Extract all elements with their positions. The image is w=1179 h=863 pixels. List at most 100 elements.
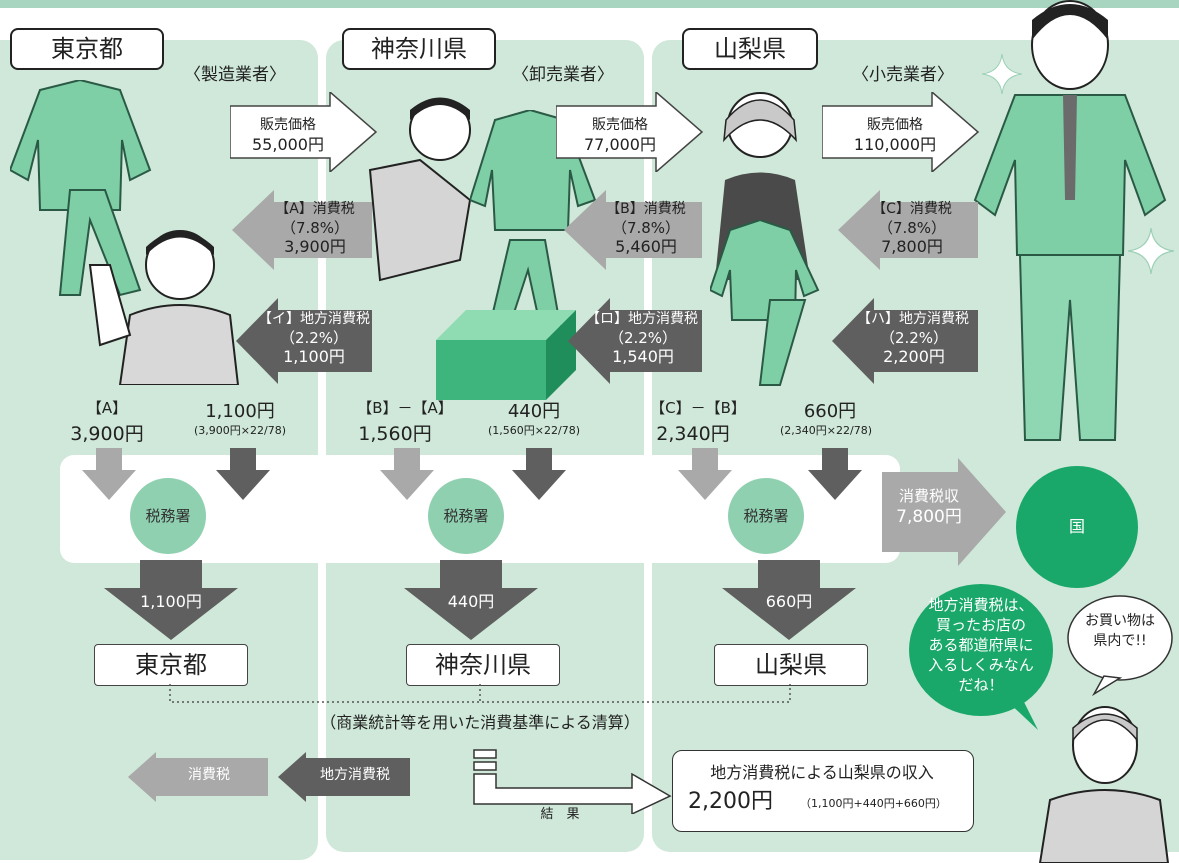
- top-band: [0, 0, 1179, 8]
- speech-line-5: だね！: [958, 676, 1004, 694]
- down-arrow-national-tokyo: [82, 448, 136, 500]
- tax-office-tokyo: 税務署: [130, 478, 206, 554]
- sale-value-tokyo: 55,000円: [252, 135, 324, 154]
- transfer-arrow-kanagawa: [404, 560, 538, 640]
- dest-yamanashi: 山梨県: [714, 644, 868, 686]
- suit-icon: [10, 80, 152, 297]
- pay-national-label-kanagawa: 【B】－【A】: [357, 399, 453, 417]
- worker-icon: [88, 230, 240, 385]
- pay-national-value-kanagawa: 1,560円: [358, 423, 432, 445]
- wholesaler-icon: [368, 97, 472, 282]
- pref-tag-tokyo: 東京都: [10, 28, 164, 70]
- result-amount: 2,200円: [688, 789, 773, 814]
- result-breakdown: （1,100円+440円+660円）: [800, 797, 947, 810]
- pay-local-value-tokyo: 1,100円: [205, 401, 275, 422]
- settlement-note: （商業統計等を用いた消費基準による清算）: [320, 713, 640, 732]
- country-circle: 国: [1016, 466, 1138, 588]
- transfer-value-tokyo: 1,100円: [140, 592, 202, 611]
- sale-value-yamanashi: 110,000円: [853, 135, 937, 154]
- legend-national-label: 消費税: [188, 767, 230, 783]
- transfer-arrow-yamanashi: [722, 560, 856, 640]
- speech-line-4: 入るしくみなん: [928, 656, 1034, 674]
- transfer-arrow-tokyo: [104, 560, 238, 640]
- dest-kanagawa: 神奈川県: [406, 644, 560, 686]
- local-tax-value-yamanashi: 2,200円: [883, 347, 945, 366]
- local-tax-arrow-kanagawa: [568, 298, 702, 384]
- pay-national-value-yamanashi: 2,340円: [656, 423, 730, 445]
- tax-label-tokyo: 【A】消費税: [275, 201, 355, 217]
- speech-line-3: ある都道府県に: [928, 636, 1034, 654]
- speech-small-line-2: 県内で!!: [1093, 633, 1147, 649]
- tax-value-tokyo: 3,900円: [284, 237, 346, 256]
- thinking-man-icon: [1038, 706, 1170, 863]
- sale-label-kanagawa: 販売価格: [592, 117, 648, 133]
- tax-rate-tokyo: （7.8%）: [280, 219, 350, 237]
- legend-national-arrow: [128, 752, 268, 802]
- pay-local-calc-tokyo: (3,900円×22/78): [194, 424, 286, 437]
- local-tax-arrow-tokyo: [236, 298, 372, 384]
- tax-label-yamanashi: 【C】消費税: [872, 201, 952, 217]
- local-tax-label-yamanashi: 【ハ】地方消費税: [857, 311, 969, 327]
- speech-line-2: 買ったお店の: [935, 616, 1026, 634]
- tax-office-yamanashi: 税務署: [728, 478, 804, 554]
- pay-local-calc-kanagawa: (1,560円×22/78): [488, 424, 580, 437]
- down-arrow-national-kanagawa: [380, 448, 434, 500]
- pay-local-value-kanagawa: 440円: [507, 401, 561, 422]
- sale-arrow-tokyo: [230, 92, 378, 172]
- result-arrow: [473, 749, 672, 814]
- tax-value-yamanashi: 7,800円: [881, 237, 943, 256]
- tax-arrow-kanagawa: [564, 190, 702, 270]
- suit-icon: [710, 220, 820, 386]
- legend-local-arrow: [278, 752, 410, 802]
- tax-arrow-tokyo: [232, 190, 372, 270]
- result-box: [672, 750, 974, 832]
- sale-arrow-kanagawa: [556, 92, 704, 172]
- speech-bubble-small: [1067, 595, 1173, 696]
- sale-label-yamanashi: 販売価格: [867, 117, 923, 133]
- sparkle-icon: [1128, 228, 1174, 274]
- tax-arrow-yamanashi: [838, 190, 978, 270]
- dest-tokyo: 東京都: [94, 644, 248, 686]
- role-kanagawa: 〈卸売業者〉: [512, 65, 614, 85]
- speech-small-line-1: お買い物は: [1085, 613, 1155, 629]
- tax-rate-kanagawa: （7.8%）: [611, 219, 681, 237]
- down-arrow-local-yamanashi: [808, 448, 862, 500]
- legend-local-label: 地方消費税: [320, 767, 390, 783]
- local-tax-rate-yamanashi: （2.2%）: [879, 329, 949, 347]
- pay-local-calc-yamanashi: (2,340円×22/78): [780, 424, 872, 437]
- local-tax-arrow-yamanashi: [832, 298, 978, 384]
- transfer-value-kanagawa: 440円: [447, 592, 495, 611]
- sale-arrow-yamanashi: [822, 92, 980, 172]
- sparkle-icon: [982, 54, 1022, 94]
- down-arrow-national-yamanashi: [678, 448, 732, 500]
- speech-bubble-main: [909, 584, 1053, 730]
- national-tax-arrow: [882, 458, 1006, 566]
- speech-line-1: 地方消費税は、: [928, 596, 1034, 614]
- pay-national-label-yamanashi: 【C】－【B】: [650, 399, 746, 417]
- transfer-value-yamanashi: 660円: [765, 592, 813, 611]
- national-tax-label: 消費税収: [898, 487, 959, 505]
- role-yamanashi: 〈小売業者〉: [852, 65, 954, 85]
- sale-label-tokyo: 販売価格: [260, 117, 316, 133]
- local-tax-rate-tokyo: （2.2%）: [279, 329, 349, 347]
- customer-icon: [973, 0, 1167, 441]
- local-tax-rate-kanagawa: （2.2%）: [608, 329, 678, 347]
- local-tax-value-tokyo: 1,100円: [283, 347, 345, 366]
- down-arrow-local-tokyo: [216, 448, 270, 500]
- pref-tag-yamanashi: 山梨県: [682, 28, 818, 70]
- down-arrow-local-kanagawa: [512, 448, 566, 500]
- tax-label-kanagawa: 【B】消費税: [606, 201, 686, 217]
- local-tax-label-kanagawa: 【ロ】地方消費税: [586, 311, 698, 327]
- pay-national-label-tokyo: 【A】: [86, 399, 128, 417]
- sale-value-kanagawa: 77,000円: [584, 135, 656, 154]
- local-tax-label-tokyo: 【イ】地方消費税: [258, 311, 370, 327]
- result-arrow-label: 結 果: [540, 807, 580, 822]
- settlement-connector: [169, 684, 791, 703]
- pref-tag-kanagawa: 神奈川県: [342, 28, 496, 70]
- national-tax-value: 7,800円: [896, 507, 962, 527]
- pay-local-value-yamanashi: 660円: [803, 401, 857, 422]
- role-tokyo: 〈製造業者〉: [184, 65, 286, 85]
- tax-office-kanagawa: 税務署: [428, 478, 504, 554]
- local-tax-value-kanagawa: 1,540円: [612, 347, 674, 366]
